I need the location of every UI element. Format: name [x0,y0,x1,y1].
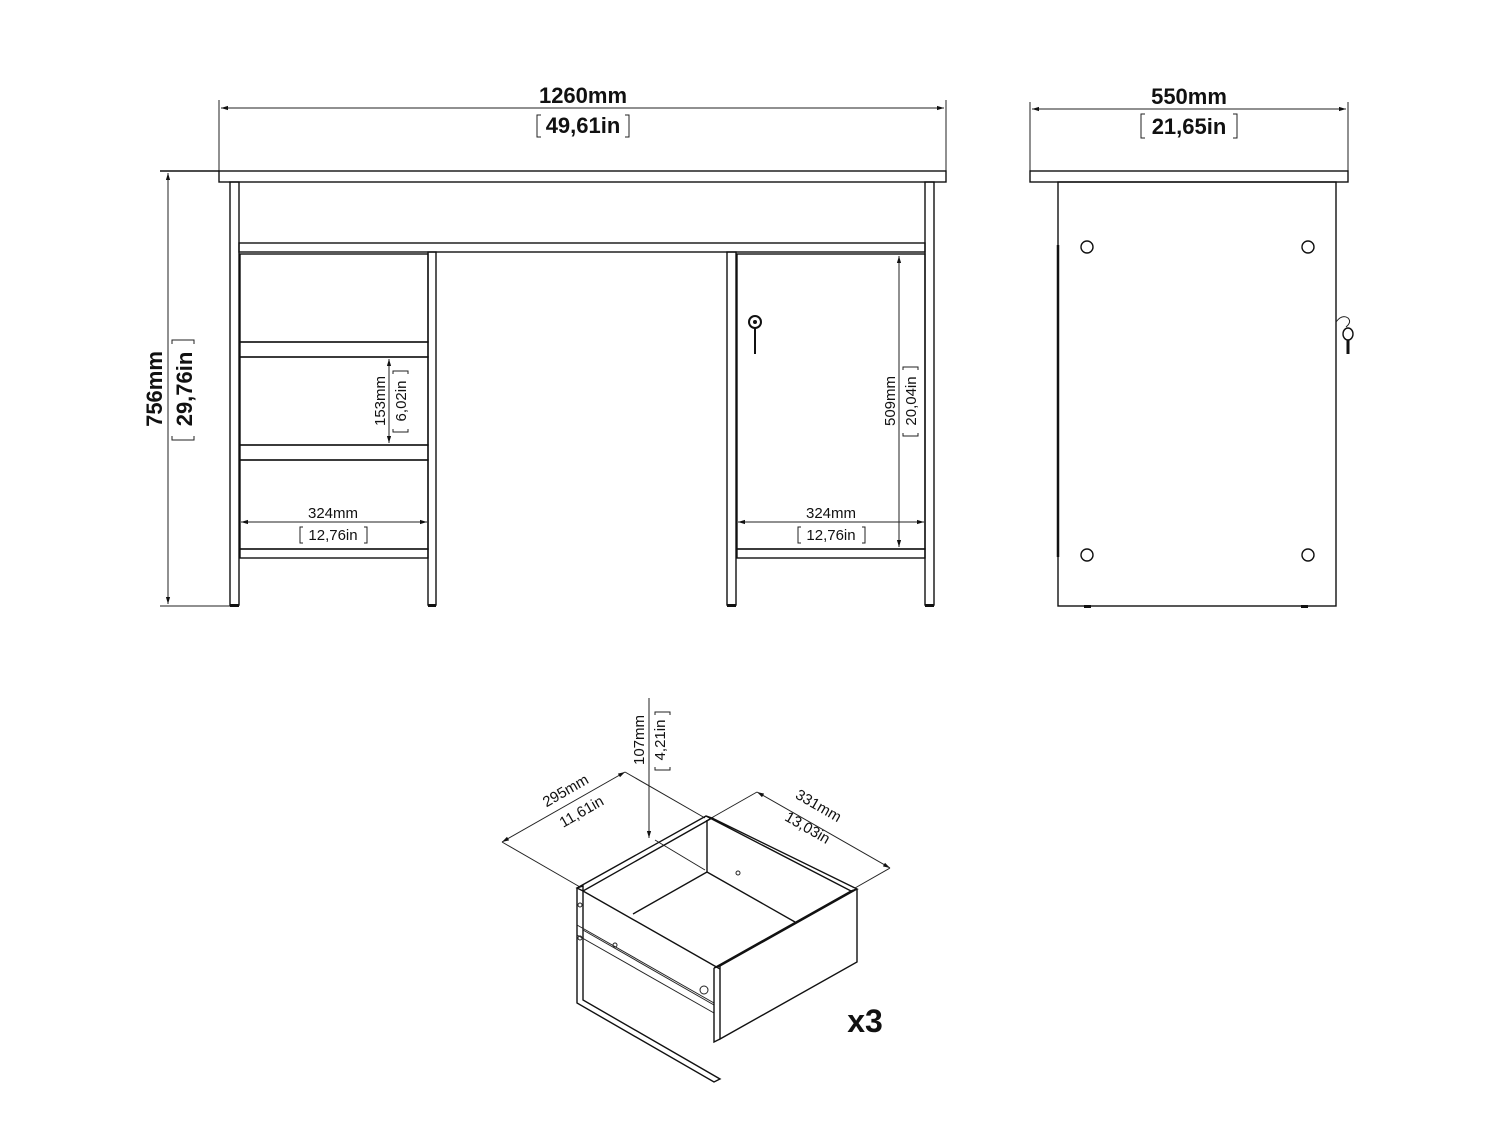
depth-mm-label: 550mm [1151,84,1227,109]
width-dimension: 1260mm 49,61in [218,83,947,178]
height-in-label: 29,76in [172,352,197,427]
svg-text:153mm: 153mm [372,376,389,426]
drawer-height-dimension: 153mm 6,02in [372,359,410,443]
side-view: 550mm 21,65in [1029,84,1354,608]
left-inner-panel [427,251,437,606]
depth-dimension: 550mm 21,65in [1029,84,1349,172]
side-desktop-top [1029,170,1349,183]
right-inner-panel [726,251,737,606]
svg-text:107mm: 107mm [631,715,648,765]
cam-hole [1080,548,1094,562]
svg-text:12,76in: 12,76in [806,527,855,544]
svg-text:509mm: 509mm [882,376,899,426]
left-side-panel [229,181,240,606]
width-mm-label: 1260mm [539,83,627,108]
lock-icon [748,315,762,354]
side-panel [1057,181,1337,607]
svg-text:6,02in: 6,02in [393,381,410,422]
front-view: 1260mm 49,61in [142,83,947,607]
height-mm-label: 756mm [142,351,167,427]
cam-hole [1301,548,1315,562]
cam-hole [1301,240,1315,254]
apron-rail [238,242,926,253]
quantity-label: x3 [847,1003,883,1039]
door-height-dimension: 509mm 20,04in [882,256,920,547]
drawer-front-1 [239,253,429,343]
width-in-label: 49,61in [546,113,621,138]
drawer-detail: 107mm 4,21in 295mm 11,61in 331mm 13,03in [501,698,891,1083]
right-side-panel [924,181,935,606]
svg-text:20,04in: 20,04in [903,376,920,425]
cam-hole [1080,240,1094,254]
svg-text:12,76in: 12,76in [308,527,357,544]
key-icon [1335,316,1354,354]
depth-in-label: 21,65in [1152,114,1227,139]
drawer-isometric [575,815,859,1083]
height-dimension: 756mm 29,76in [142,173,230,607]
svg-text:324mm: 324mm [308,505,358,522]
door-width-dimension: 324mm 12,76in [738,505,924,544]
svg-text:324mm: 324mm [806,505,856,522]
drawer-width-dimension: 324mm 12,76in [241,505,427,544]
svg-text:4,21in: 4,21in [652,720,669,761]
desktop-top [218,170,947,183]
